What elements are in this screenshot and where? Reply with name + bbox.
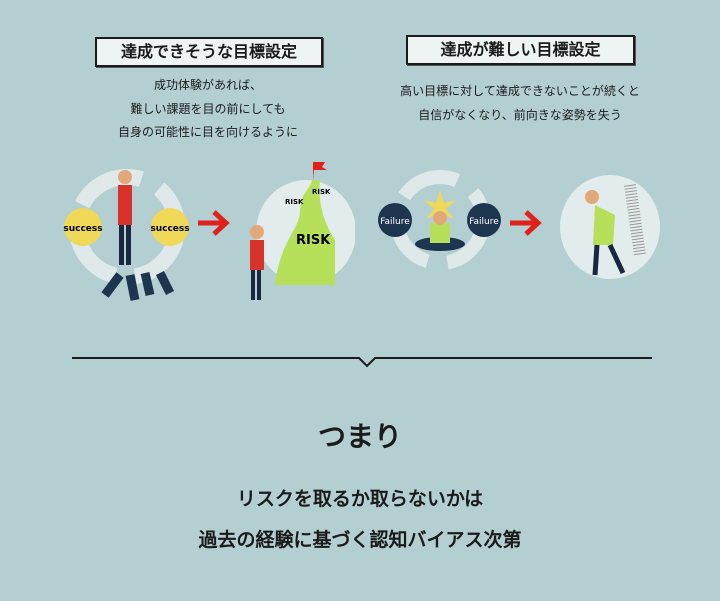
success-cycle-illustration: success success [63,169,190,301]
risk-label: RISK [296,233,331,248]
summary-heading: つまり [317,420,402,453]
flag-icon [313,162,327,180]
hard-goal-description: 高い目標に対して達成できないことが続くと 自信がなくなり、前向きな姿勢を失う [360,80,680,127]
failure-label: Failure [469,217,499,227]
success-label: success [63,224,102,234]
risk-label: RISK [285,198,304,206]
easy-line-2: 難しい課題を目の前にしても [130,101,286,116]
summary-line-1: リスクを取るか取らないかは [236,488,484,510]
easy-line-1: 成功体験があれば、 [153,78,262,92]
divider-line [72,357,652,368]
hard-line-2: 自信がなくなり、前向きな姿勢を失う [418,107,622,122]
arrow-right-icon [510,210,542,236]
success-label: success [150,224,189,234]
success-badge [64,208,102,246]
easy-goal-title: 達成できそうな目標設定 [95,37,323,67]
summary-line-2: 過去の経験に基づく認知バイアス次第 [198,529,522,551]
failure-cycle-illustration: Failure Failure [378,170,501,270]
discouraged-person-illustration [560,175,660,279]
easy-goal-description: 成功体験があれば、 難しい課題を目の前にしても 自身の可能性に目を向けるように [58,74,358,145]
easy-line-3: 自身の可能性に目を向けるように [117,125,298,139]
risk-label: RISK [312,188,331,196]
arrow-right-icon [198,210,230,236]
success-badge [151,208,189,246]
hard-goal-title: 達成が難しい目標設定 [406,35,635,65]
hard-line-1: 高い目標に対して達成できないことが続くと [400,84,640,98]
failure-label: Failure [380,217,410,227]
risk-hill-illustration: RISK RISK RISK [250,162,355,300]
